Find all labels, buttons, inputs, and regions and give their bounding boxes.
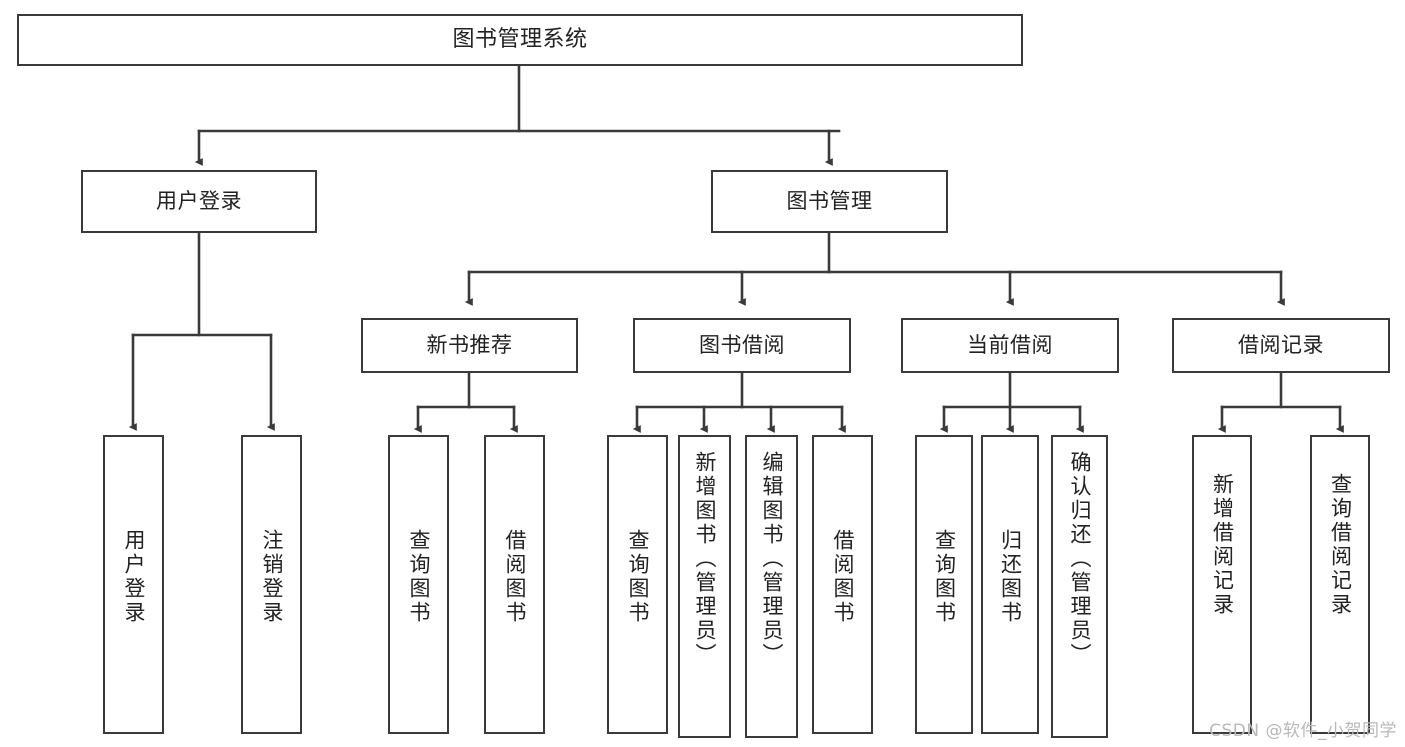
leaf-query-borrow-record[interactable]: 查询借阅记录: [1310, 435, 1370, 734]
node-label: 新增借阅记录: [1210, 473, 1235, 617]
node-label: 新增图书（管理员）: [693, 451, 717, 667]
node-book-manage[interactable]: 图书管理: [711, 170, 948, 233]
leaf-add-borrow-record[interactable]: 新增借阅记录: [1192, 435, 1252, 734]
leaf-query-book-borrow[interactable]: 查询图书: [607, 435, 668, 734]
node-label: 借阅图书: [831, 529, 855, 625]
node-label: 图书管理系统: [452, 27, 588, 53]
node-label: 查询图书: [932, 529, 957, 625]
leaf-edit-book-admin[interactable]: 编辑图书（管理员）: [745, 435, 798, 738]
node-label: 图书管理: [786, 189, 873, 214]
node-label: 借阅图书: [503, 529, 527, 625]
node-user-login[interactable]: 用户登录: [81, 170, 317, 233]
node-label: 查询图书: [626, 529, 650, 625]
node-borrow-record[interactable]: 借阅记录: [1172, 318, 1390, 373]
node-label: 用户登录: [122, 529, 146, 625]
node-book-borrow[interactable]: 图书借阅: [633, 318, 851, 373]
leaf-add-book-admin[interactable]: 新增图书（管理员）: [678, 435, 731, 738]
node-new-book-recommend[interactable]: 新书推荐: [361, 318, 578, 373]
node-label: 归还图书: [998, 529, 1023, 625]
node-label: 用户登录: [156, 189, 242, 214]
leaf-return-book[interactable]: 归还图书: [981, 435, 1039, 734]
node-label: 确认归还（管理员）: [1068, 451, 1092, 667]
watermark-credit: CSDN @软件_小贺同学: [1209, 721, 1397, 741]
leaf-logout-login[interactable]: 注销登录: [241, 435, 302, 734]
node-label: 查询借阅记录: [1328, 473, 1353, 617]
leaf-borrow-book-borrow[interactable]: 借阅图书: [812, 435, 873, 734]
leaf-query-book-recommend[interactable]: 查询图书: [388, 435, 449, 734]
node-label: 图书借阅: [699, 333, 785, 358]
node-current-borrow[interactable]: 当前借阅: [901, 318, 1119, 373]
leaf-borrow-book-recommend[interactable]: 借阅图书: [484, 435, 545, 734]
leaf-user-login[interactable]: 用户登录: [103, 435, 164, 734]
node-label: 新书推荐: [426, 333, 513, 358]
node-label: 当前借阅: [967, 333, 1053, 358]
node-label: 注销登录: [260, 529, 284, 625]
node-label: 借阅记录: [1238, 333, 1324, 358]
leaf-query-book-current[interactable]: 查询图书: [915, 435, 973, 734]
node-label: 查询图书: [407, 529, 431, 625]
leaf-confirm-return-admin[interactable]: 确认归还（管理员）: [1051, 435, 1108, 738]
node-label: 编辑图书（管理员）: [760, 451, 784, 667]
node-root-system[interactable]: 图书管理系统: [17, 14, 1023, 66]
